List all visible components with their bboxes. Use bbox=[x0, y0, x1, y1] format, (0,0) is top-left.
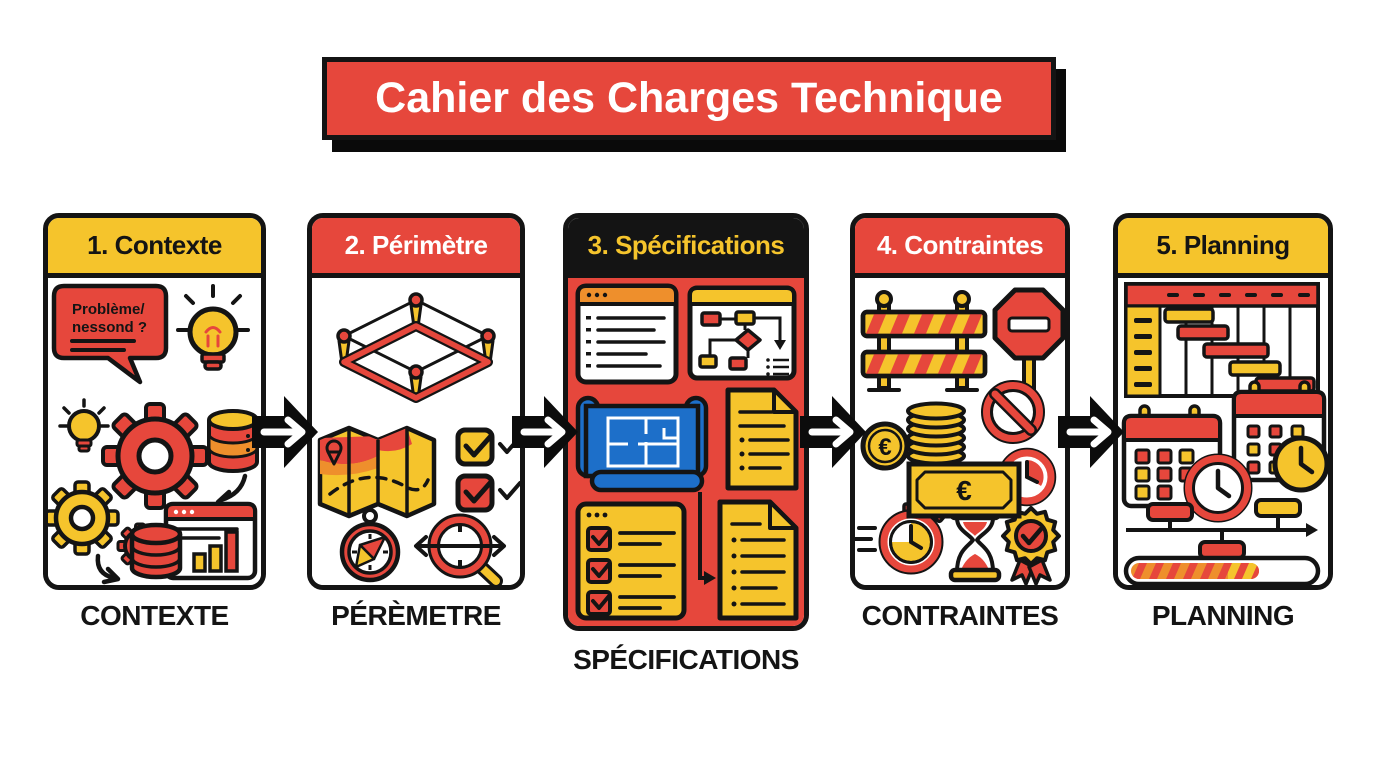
red-database-icon bbox=[129, 522, 183, 580]
hourglass-icon bbox=[948, 505, 1002, 583]
blueprint-icon bbox=[575, 395, 709, 493]
magnifier-crosshair-icon bbox=[414, 513, 506, 585]
card-contraintes: 4. Contraintes bbox=[850, 213, 1070, 590]
card-planning-header: 5. Planning bbox=[1118, 218, 1328, 278]
card-contraintes-header: 4. Contraintes bbox=[855, 218, 1065, 278]
prohibition-icon bbox=[981, 380, 1045, 444]
flow-arrow-icon bbox=[800, 396, 866, 468]
coin-stack-icon bbox=[906, 401, 966, 466]
compass-icon bbox=[339, 508, 401, 583]
label-planning: PLANNING bbox=[1151, 600, 1295, 631]
checklist-window-icon bbox=[575, 501, 687, 621]
small-lightbulb-icon bbox=[58, 398, 110, 453]
flowchart-window-icon bbox=[687, 285, 797, 381]
card-perimetre-body bbox=[312, 278, 520, 585]
stop-sign-icon bbox=[992, 287, 1065, 396]
document-icon bbox=[717, 499, 799, 621]
database-icon bbox=[207, 409, 259, 473]
card-perimetre-header: 2. Périmètre bbox=[312, 218, 520, 278]
label-contraintes: CONTRAINTES bbox=[861, 600, 1059, 631]
curved-arrow-icon bbox=[95, 553, 121, 585]
planning-illustration bbox=[1121, 282, 1328, 585]
card-perimetre: 2. Périmètre bbox=[307, 213, 525, 590]
barrier-icon bbox=[860, 290, 988, 392]
contraintes-illustration: € bbox=[855, 287, 1065, 585]
perimeter-pins-icon bbox=[336, 292, 496, 403]
banknote-symbol: € bbox=[956, 475, 972, 506]
list-window-icon bbox=[575, 283, 679, 385]
specifications-illustration bbox=[575, 283, 799, 621]
yellow-gear-icon bbox=[48, 480, 120, 556]
timeline-icon bbox=[1126, 498, 1318, 560]
gear-icon bbox=[101, 402, 209, 510]
card-perimetre-title: 2. Périmètre bbox=[344, 230, 488, 260]
label-specifications: SPÉCIFICATIONS bbox=[573, 644, 799, 675]
card-contexte-header: 1. Contexte bbox=[48, 218, 261, 278]
progress-bar-icon bbox=[1123, 555, 1321, 585]
label-contexte: CONTEXTE bbox=[80, 600, 229, 631]
card-contexte-body: Problème/ nessond ? bbox=[48, 278, 261, 585]
connector-arrow-icon bbox=[698, 492, 716, 585]
flow-arrow-icon bbox=[252, 396, 318, 468]
card-contexte-title: 1. Contexte bbox=[87, 230, 222, 260]
card-contexte: 1. Contexte Problème/ nessond ? bbox=[43, 213, 266, 590]
red-clock-icon bbox=[1183, 453, 1253, 523]
bubble-text-line1: Problème/ bbox=[72, 301, 145, 318]
lightbulb-icon bbox=[176, 284, 250, 371]
contexte-illustration: Problème/ nessond ? bbox=[48, 283, 259, 585]
browser-chart-icon bbox=[163, 501, 258, 581]
card-planning: 5. Planning bbox=[1113, 213, 1333, 590]
euro-coin-icon: € bbox=[860, 421, 910, 471]
map-icon bbox=[317, 425, 437, 519]
label-perimetre: PÉRÈMETRE bbox=[331, 600, 501, 631]
card-specifications-header: 3. Spécifications bbox=[568, 218, 804, 278]
speech-bubble-icon: Problème/ nessond ? bbox=[51, 283, 169, 385]
card-contraintes-body: € bbox=[855, 278, 1065, 585]
yellow-checkbox-icon bbox=[455, 427, 520, 467]
card-planning-body bbox=[1118, 278, 1328, 585]
card-planning-title: 5. Planning bbox=[1156, 230, 1290, 260]
award-icon bbox=[1001, 506, 1061, 585]
yellow-clock-icon bbox=[1272, 435, 1328, 493]
euro-coin-symbol: € bbox=[878, 434, 891, 461]
flow-arrow-icon bbox=[1058, 396, 1124, 468]
card-specifications: 3. Spécifications bbox=[563, 213, 809, 631]
bubble-text-line2: nessond ? bbox=[72, 319, 147, 336]
page-title-text: Cahier des Charges Technique bbox=[375, 74, 1003, 122]
card-contraintes-title: 4. Contraintes bbox=[876, 230, 1044, 260]
banknote-icon: € bbox=[906, 461, 1022, 519]
flow-arrow-icon bbox=[512, 396, 578, 468]
gantt-chart-icon bbox=[1124, 282, 1320, 398]
red-checkbox-icon bbox=[455, 473, 520, 513]
document-icon bbox=[725, 387, 799, 491]
perimetre-illustration bbox=[317, 292, 520, 585]
page-title: Cahier des Charges Technique bbox=[322, 57, 1056, 140]
card-specifications-title: 3. Spécifications bbox=[587, 230, 785, 260]
card-specifications-body bbox=[568, 278, 804, 626]
